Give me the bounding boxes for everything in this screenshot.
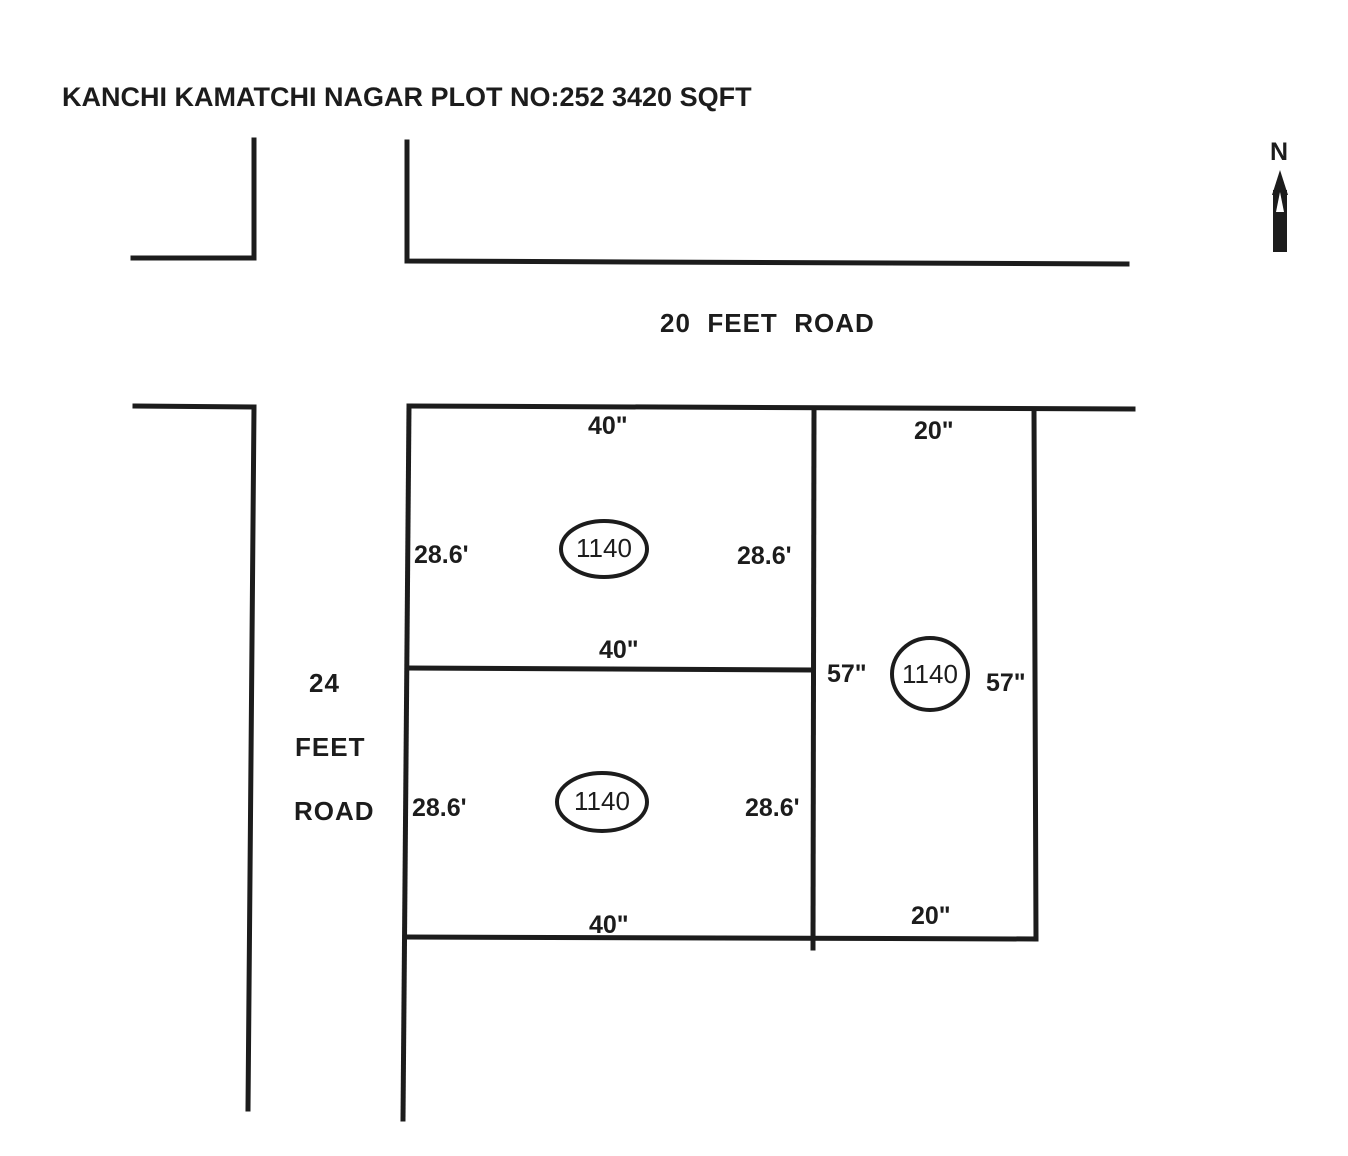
dim-top: 40" xyxy=(588,412,628,440)
dim-left: 57" xyxy=(827,660,867,688)
compass-label: N xyxy=(1270,138,1288,166)
dim-left: 28.6' xyxy=(414,541,469,569)
road-edge-top-north xyxy=(404,139,1130,267)
dim-right: 28.6' xyxy=(737,542,792,570)
area-ring xyxy=(890,636,970,712)
divider-vertical xyxy=(810,407,817,951)
plot-boundary-right xyxy=(1031,407,1039,942)
dim-top: 20" xyxy=(914,417,954,445)
north-arrow-icon: N xyxy=(1270,138,1288,252)
road-label-top: 20 FEET ROAD xyxy=(660,308,875,338)
road-label-left-2: FEET xyxy=(295,732,365,762)
road-edge-left-west xyxy=(132,403,257,1112)
plan-title: KANCHI KAMATCHI NAGAR PLOT NO:252 3420 S… xyxy=(62,82,752,112)
dim-right: 57" xyxy=(986,669,1026,697)
plot-boundary-top xyxy=(406,403,1136,412)
area-value: 1140 xyxy=(902,659,958,689)
area-value: 1140 xyxy=(576,533,632,563)
area-ring xyxy=(559,519,649,579)
dim-bottom: 40" xyxy=(589,911,629,939)
plot-boundary-bottom xyxy=(402,934,1039,942)
plot-top-left: 40" 28.6' 28.6' 40" 1140 xyxy=(414,412,792,664)
area-ring xyxy=(555,771,649,833)
dim-left: 28.6' xyxy=(412,794,467,822)
road-label-left-3: ROAD xyxy=(294,796,375,826)
road-edge-top-left xyxy=(130,137,257,261)
plot-bottom-left: 28.6' 28.6' 40" 1140 xyxy=(412,771,800,939)
dim-right: 28.6' xyxy=(745,794,800,822)
dim-bottom: 20" xyxy=(911,902,951,930)
divider-horizontal xyxy=(405,665,815,673)
plot-right: 20" 57" 57" 20" 1140 xyxy=(827,417,1026,930)
dim-bottom: 40" xyxy=(599,636,639,664)
road-label-left-1: 24 xyxy=(309,668,340,698)
area-value: 1140 xyxy=(574,786,630,816)
plot-boundary-left xyxy=(400,403,412,1122)
